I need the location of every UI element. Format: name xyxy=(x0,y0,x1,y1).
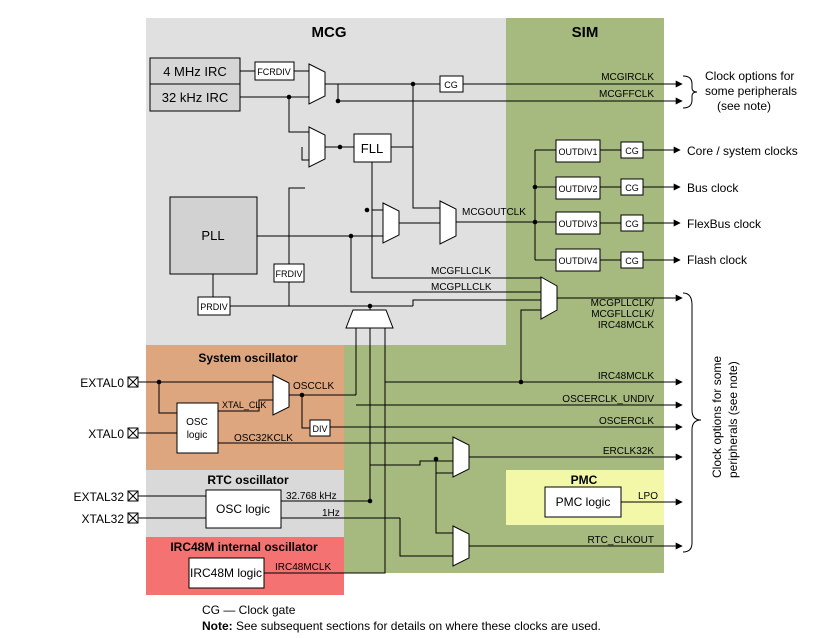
outdiv1-block xyxy=(555,139,601,163)
extal32-pin xyxy=(127,490,139,502)
div-label: DIV xyxy=(312,424,327,434)
irc48mclk-in-label: IRC48MCLK xyxy=(275,562,331,573)
mcgfllclk-label: MCGFLLCLK xyxy=(431,266,491,277)
clock-opts-l1: Clock options for xyxy=(705,69,794,83)
pmc-logic-label: PMC logic xyxy=(556,495,611,509)
irc48m-header: IRC48M internal oscillator xyxy=(170,540,318,554)
legend-cg: CG — Clock gate xyxy=(202,603,296,617)
rtc-32k-label: 32.768 kHz xyxy=(286,491,337,502)
mcg-header: MCG xyxy=(312,24,347,41)
oscerclk-undiv-label: OSCERCLK_UNDIV xyxy=(562,394,654,405)
rtc-osc-header: RTC oscillator xyxy=(207,473,289,487)
pll-block xyxy=(169,196,258,275)
irc48m-logic-block xyxy=(188,557,265,589)
irc48mclk-out-label: IRC48MCLK xyxy=(598,371,654,382)
irc32k-label: 32 kHz IRC xyxy=(162,90,228,105)
outdiv2-label: OUTDIV2 xyxy=(558,184,597,194)
mux-irc xyxy=(308,63,326,105)
outdiv3-label: OUTDIV3 xyxy=(558,219,597,229)
cg-flash-label: CG xyxy=(625,256,639,266)
cg-flexbus-label: CG xyxy=(625,219,639,229)
mux-osc xyxy=(272,374,290,416)
cg-bus-label: CG xyxy=(625,183,639,193)
rtc-osc-logic-label: OSC logic xyxy=(216,502,270,516)
mux-out-label-1: MCGPLLCLK/ xyxy=(591,298,655,309)
mux-peripheral xyxy=(540,276,558,320)
mux-fll-ref xyxy=(308,126,326,168)
brace-bottom xyxy=(682,292,702,553)
mux-rtc-clkout xyxy=(452,525,470,567)
frdiv-label: FRDIV xyxy=(276,269,303,279)
osc32kclk-label: OSC32KCLK xyxy=(234,433,293,444)
outdiv1-label: OUTDIV1 xyxy=(558,147,597,157)
clock-opts-l2: some peripherals xyxy=(705,84,797,98)
pmc-header: PMC xyxy=(571,473,598,487)
xtal0-label: XTAL0 xyxy=(88,427,124,441)
irc48m-logic-label: IRC48M logic xyxy=(190,566,262,580)
oscclk-label: OSCCLK xyxy=(293,381,334,392)
mux-out-label-3: IRC48MCLK xyxy=(598,320,654,331)
div-block xyxy=(309,419,331,437)
output-flexbus: FlexBus clock xyxy=(687,217,762,231)
mcgoutclk-label: MCGOUTCLK xyxy=(462,207,526,218)
mux-out-label-2: MCGFLLCLK/ xyxy=(591,309,654,320)
note-text: See subsequent sections for details on w… xyxy=(233,619,601,633)
xtal32-label: XTAL32 xyxy=(82,512,125,526)
clock-opts-vertical-l1: Clock options for some xyxy=(710,356,724,478)
rtc-osc-logic-block xyxy=(205,489,282,529)
sim-lower-region xyxy=(344,345,506,573)
xtal0-pin xyxy=(127,427,139,439)
lpo-label: LPO xyxy=(638,491,658,502)
note-label: Note: xyxy=(202,619,233,633)
brace-top xyxy=(682,75,698,109)
extal32-label: EXTAL32 xyxy=(74,490,125,504)
pmc-logic-block xyxy=(544,486,622,518)
sys-osc-header: System oscillator xyxy=(198,351,298,365)
osc-logic-block xyxy=(176,402,219,454)
mux-fll-pll xyxy=(382,202,400,244)
osc-logic-label-1: OSC xyxy=(186,417,208,428)
pll-label: PLL xyxy=(201,228,224,243)
irc4m-label: 4 MHz IRC xyxy=(163,64,227,79)
mux-erclk32k xyxy=(452,436,470,478)
outdiv2-block xyxy=(555,176,601,200)
rtc-clkout-label: RTC_CLKOUT xyxy=(588,535,655,546)
xtal32-pin xyxy=(127,512,139,524)
extal0-pin xyxy=(127,376,139,388)
mcgffclk-label: MCGFFCLK xyxy=(599,89,654,100)
xtal-clk-label: XTAL_CLK xyxy=(222,400,266,410)
oscerclk-label: OSCERCLK xyxy=(599,416,654,427)
cg-mcgirclk-label: CG xyxy=(444,80,458,90)
mcgirclk-label: MCGIRCLK xyxy=(601,72,654,83)
fcrdiv-label: FCRDIV xyxy=(257,67,291,77)
sim-header: SIM xyxy=(572,24,599,41)
output-flash: Flash clock xyxy=(687,253,748,267)
extal0-label: EXTAL0 xyxy=(80,376,124,390)
cg-core-label: CG xyxy=(625,146,639,156)
prdiv-label: PRDIV xyxy=(200,302,228,312)
output-bus: Bus clock xyxy=(687,181,739,195)
fll-block xyxy=(353,133,392,163)
irc32k-block xyxy=(149,83,241,112)
mcgpllclk-label: MCGPLLCLK xyxy=(431,282,492,293)
mux-pll-ref xyxy=(345,309,394,329)
osc-logic-label-2: logic xyxy=(187,430,208,441)
fll-label: FLL xyxy=(361,141,383,156)
footer-note: Note: See subsequent sections for detail… xyxy=(202,619,601,633)
output-core: Core / system clocks xyxy=(687,144,798,158)
clock-opts-vertical-l2: peripherals (see note) xyxy=(726,361,740,478)
mux-mcgout xyxy=(439,200,457,245)
clock-opts-l3: (see note) xyxy=(717,99,771,113)
outdiv4-label: OUTDIV4 xyxy=(558,256,597,266)
erclk32k-label: ERCLK32K xyxy=(603,446,654,457)
rtc-1hz-label: 1Hz xyxy=(322,508,340,519)
